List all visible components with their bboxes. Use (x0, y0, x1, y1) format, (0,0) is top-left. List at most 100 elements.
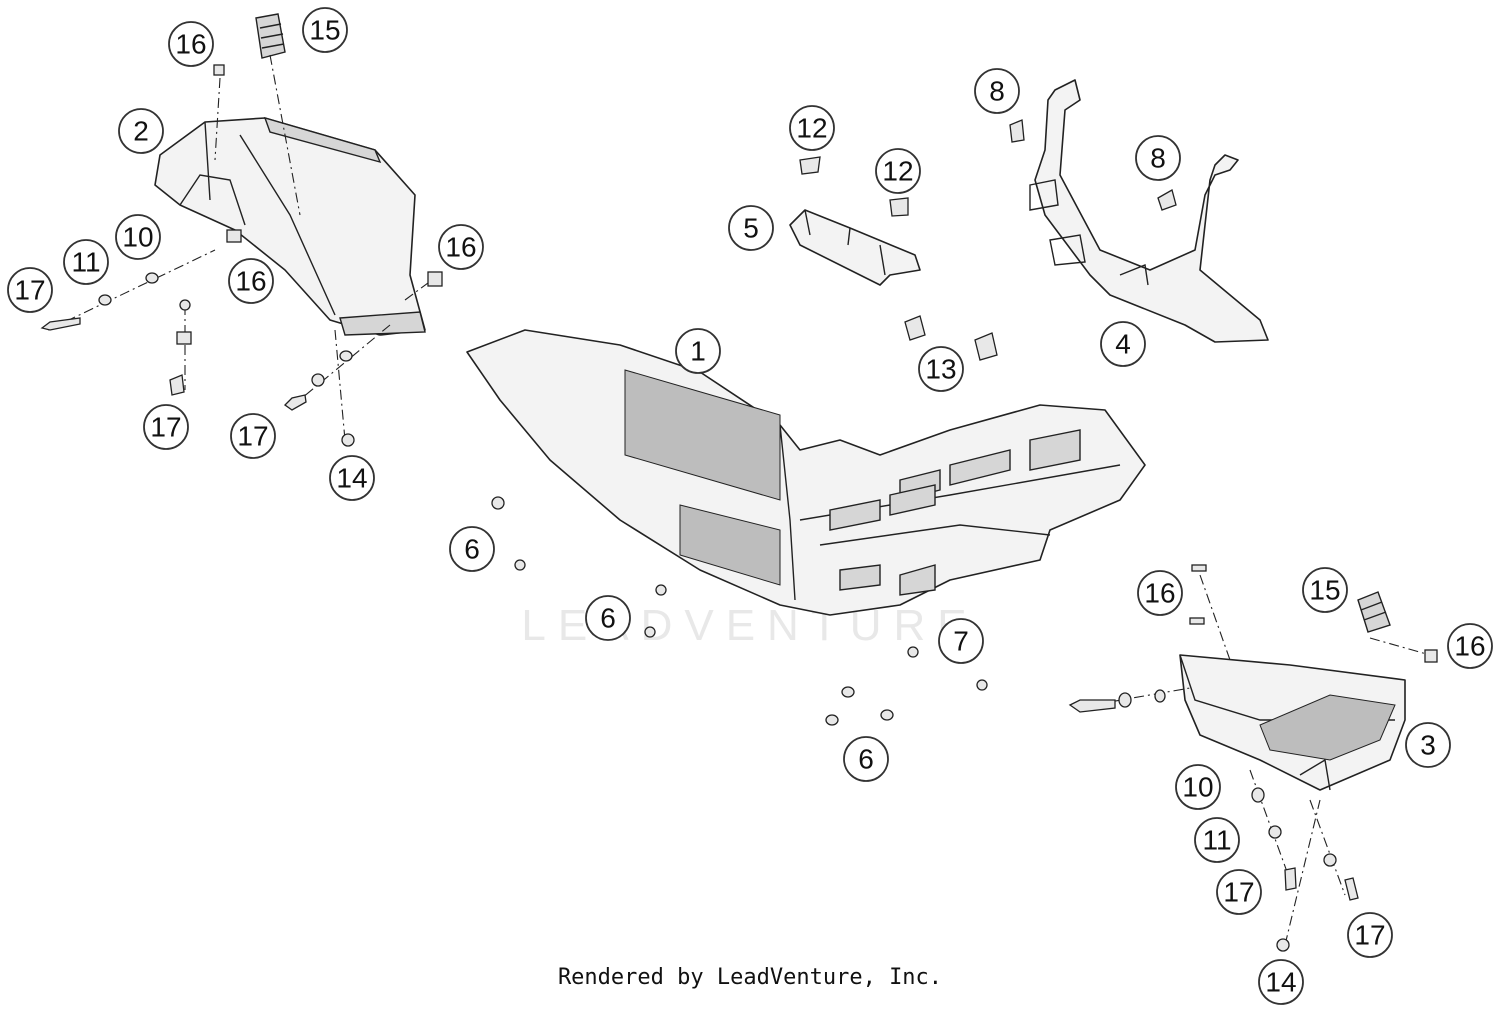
callout-circle (1137, 570, 1183, 616)
callout-11: 11 (1194, 817, 1240, 863)
callout-circle (675, 328, 721, 374)
callout-circle (843, 736, 889, 782)
callout-5: 5 (728, 205, 774, 251)
fasteners (40, 64, 1438, 952)
callout-number: 10 (122, 222, 153, 253)
callout-number: 5 (743, 213, 759, 244)
callout-number: 11 (1202, 825, 1231, 856)
callout-circle (728, 205, 774, 251)
credit-line: Rendered by LeadVenture, Inc. (557, 965, 943, 990)
callout-12: 12 (875, 148, 921, 194)
assembly-lines (47, 54, 1431, 946)
callout-number: 2 (133, 116, 149, 147)
callout-number: 17 (14, 275, 45, 306)
callout-number: 12 (882, 156, 913, 187)
callout-10: 10 (115, 214, 161, 260)
callout-circle (1405, 722, 1451, 768)
callout-3: 3 (1405, 722, 1451, 768)
callout-16: 16 (168, 21, 214, 67)
callout-14: 14 (329, 455, 375, 501)
callout-number: 4 (1115, 329, 1131, 360)
callout-16: 16 (1137, 570, 1183, 616)
callout-number: 6 (600, 603, 616, 634)
callout-circle (7, 267, 53, 313)
callout-8: 8 (1135, 135, 1181, 181)
callout-17: 17 (7, 267, 53, 313)
callout-number: 15 (1309, 575, 1340, 606)
callout-6: 6 (585, 595, 631, 641)
callout-7: 7 (938, 618, 984, 664)
callout-6: 6 (449, 526, 495, 572)
callout-17: 17 (230, 413, 276, 459)
callout-number: 8 (1150, 143, 1166, 174)
callout-circle (875, 148, 921, 194)
callout-number: 15 (309, 15, 340, 46)
callout-number: 7 (953, 626, 969, 657)
callout-circle (1447, 623, 1493, 669)
left-side-guard (154, 116, 426, 336)
callout-16: 16 (1447, 623, 1493, 669)
callout-circle (449, 526, 495, 572)
callout-circle (63, 239, 109, 285)
callout-number: 17 (237, 421, 268, 452)
callout-number: 14 (1265, 967, 1296, 998)
callout-15: 15 (1302, 567, 1348, 613)
callout-number: 14 (336, 463, 367, 494)
callout-number: 16 (235, 266, 266, 297)
callout-circle (974, 68, 1020, 114)
callout-circle (168, 21, 214, 67)
callout-circle (918, 346, 964, 392)
callout-circle (438, 224, 484, 270)
callout-circle (1194, 817, 1240, 863)
callout-circle (143, 404, 189, 450)
right-rubber-pad (1357, 591, 1391, 633)
callout-17: 17 (143, 404, 189, 450)
callout-15: 15 (302, 7, 348, 53)
callout-number: 1 (690, 336, 706, 367)
callout-12: 12 (789, 105, 835, 151)
callout-6: 6 (843, 736, 889, 782)
callout-14: 14 (1258, 959, 1304, 1005)
callout-circle (1135, 135, 1181, 181)
callout-13: 13 (918, 346, 964, 392)
callout-number: 10 (1182, 772, 1213, 803)
frame-bracket (1029, 79, 1269, 343)
callout-number: 6 (464, 534, 480, 565)
callout-number: 16 (1144, 578, 1175, 609)
callout-circle (118, 108, 164, 154)
skid-plate (466, 329, 1146, 616)
callout-circle (1216, 869, 1262, 915)
callout-4: 4 (1100, 321, 1146, 367)
callout-10: 10 (1175, 764, 1221, 810)
callout-circle (789, 105, 835, 151)
callout-number: 12 (796, 113, 827, 144)
callout-circle (230, 413, 276, 459)
callout-circle (329, 455, 375, 501)
callout-circle (228, 258, 274, 304)
callout-circle (1302, 567, 1348, 613)
callout-number: 17 (1223, 877, 1254, 908)
bracket (789, 209, 921, 286)
callout-number: 8 (989, 76, 1005, 107)
callout-circle (115, 214, 161, 260)
callout-number: 13 (925, 354, 956, 385)
callout-11: 11 (63, 239, 109, 285)
callout-16: 16 (228, 258, 274, 304)
callout-circle (1258, 959, 1304, 1005)
callout-number: 11 (71, 247, 100, 278)
callout-circle (302, 7, 348, 53)
callout-16: 16 (438, 224, 484, 270)
callout-1: 1 (675, 328, 721, 374)
callout-8: 8 (974, 68, 1020, 114)
callout-number: 17 (150, 412, 181, 443)
callout-circle (1100, 321, 1146, 367)
callout-circle (1175, 764, 1221, 810)
callout-number: 16 (175, 29, 206, 60)
callout-number: 16 (1454, 631, 1485, 662)
callout-2: 2 (118, 108, 164, 154)
callout-number: 16 (445, 232, 476, 263)
callout-number: 17 (1354, 920, 1385, 951)
callout-circle (938, 618, 984, 664)
